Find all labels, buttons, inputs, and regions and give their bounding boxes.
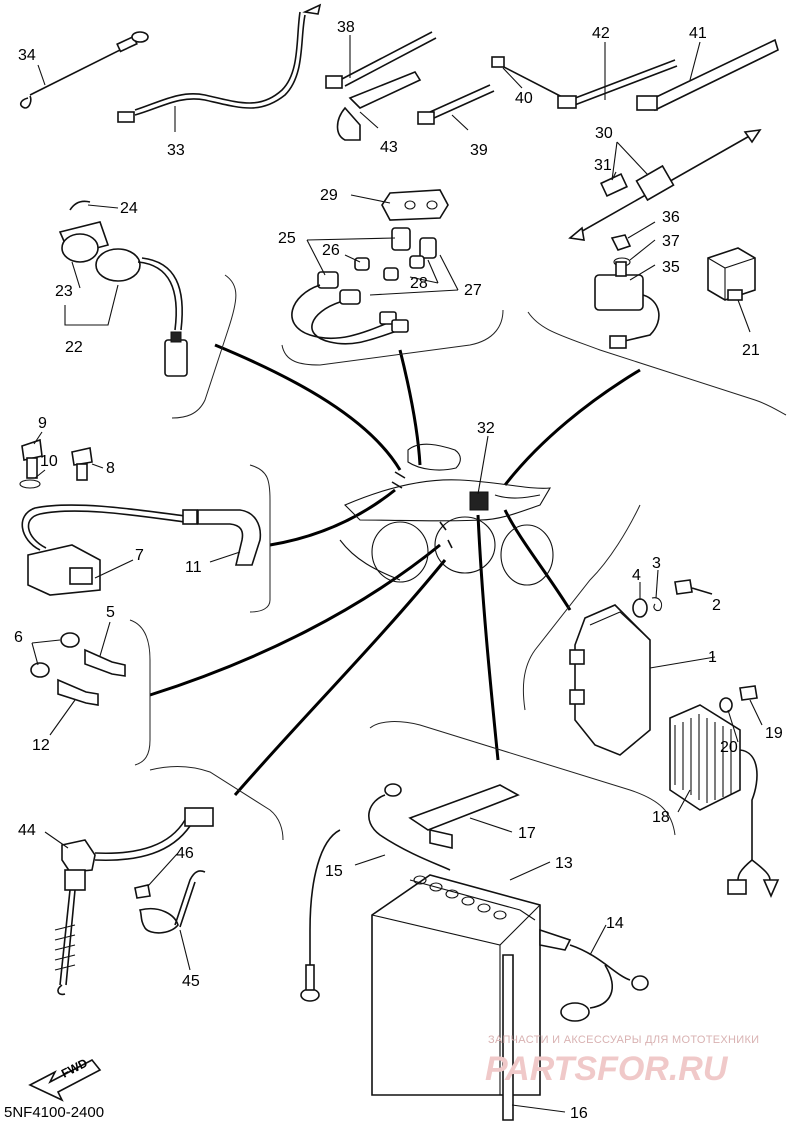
watermark-tagline: ЗАПЧАСТИ И АКСЕССУАРЫ ДЛЯ МОТОТЕХНИКИ [488, 1034, 759, 1046]
vehicle-silhouette [339, 443, 554, 586]
regulator [669, 685, 780, 898]
callout-27: 27 [464, 282, 482, 299]
callout-42: 42 [592, 25, 610, 42]
callout-33: 33 [167, 142, 185, 159]
callout-6: 6 [14, 629, 23, 646]
fwd-arrow: FWD [28, 1056, 102, 1102]
callout-11: 11 [185, 559, 202, 576]
battery-assembly [300, 783, 649, 1121]
callout-46: 46 [176, 845, 194, 862]
callout-37: 37 [662, 233, 680, 250]
callout-44: 44 [18, 822, 36, 839]
callout-10: 10 [40, 453, 58, 470]
callout-35: 35 [662, 259, 680, 276]
watermark-brand: PARTSFOR.RU [485, 1050, 729, 1088]
parts-44-46 [54, 807, 214, 996]
callout-40: 40 [515, 90, 533, 107]
callout-30: 30 [595, 125, 613, 142]
location-lines [149, 343, 641, 796]
callout-23: 23 [55, 283, 73, 300]
cdi-unit [569, 579, 713, 756]
callout-20: 20 [720, 739, 738, 756]
callout-21: 21 [742, 342, 760, 359]
callout-3: 3 [652, 555, 661, 572]
callout-16: 16 [570, 1105, 588, 1122]
part-30-31-cable [568, 128, 762, 241]
leader-lines [31, 35, 763, 1113]
callout-26: 26 [322, 242, 340, 259]
ignition-coil [19, 438, 262, 596]
part-33-cable [117, 3, 322, 123]
group-outlines [129, 274, 787, 841]
starter-relay [594, 234, 660, 349]
callout-28: 28 [410, 275, 428, 292]
callout-34: 34 [18, 47, 36, 64]
callout-36: 36 [662, 209, 680, 226]
callout-24: 24 [120, 200, 138, 217]
main-switch [58, 200, 188, 377]
callout-9: 9 [38, 415, 47, 432]
callout-4: 4 [632, 567, 641, 584]
watermark: ЗАПЧАСТИ И АКСЕССУАРЫ ДЛЯ МОТОТЕХНИКИ PA… [485, 1034, 759, 1088]
parts-25-29 [291, 189, 449, 345]
callout-22: 22 [65, 339, 83, 356]
callout-5: 5 [106, 604, 115, 621]
cable-ties [325, 31, 779, 141]
callout-14: 14 [606, 915, 624, 932]
callout-45: 45 [182, 973, 200, 990]
callout-1: 1 [708, 649, 717, 666]
callout-41: 41 [689, 25, 707, 42]
part-21-relay [707, 247, 756, 301]
diagram-code: 5NF4100-2400 [4, 1104, 104, 1121]
parts-5-6-12 [30, 632, 126, 706]
callout-31: 31 [594, 157, 612, 174]
callout-2: 2 [712, 597, 721, 614]
callout-7: 7 [135, 547, 144, 564]
callout-15: 15 [325, 863, 343, 880]
callout-19: 19 [765, 725, 783, 742]
callout-38: 38 [337, 19, 355, 36]
callout-32: 32 [477, 420, 495, 437]
callout-12: 12 [32, 737, 50, 754]
callout-43: 43 [380, 139, 398, 156]
part-34-lead [19, 31, 149, 109]
callout-13: 13 [555, 855, 573, 872]
callout-numbers: 34 33 38 43 40 42 41 39 30 31 36 37 35 2… [14, 19, 783, 1122]
callout-8: 8 [106, 460, 115, 477]
callout-25: 25 [278, 230, 296, 247]
callout-29: 29 [320, 187, 338, 204]
callout-17: 17 [518, 825, 536, 842]
callout-39: 39 [470, 142, 488, 159]
callout-18: 18 [652, 809, 670, 826]
